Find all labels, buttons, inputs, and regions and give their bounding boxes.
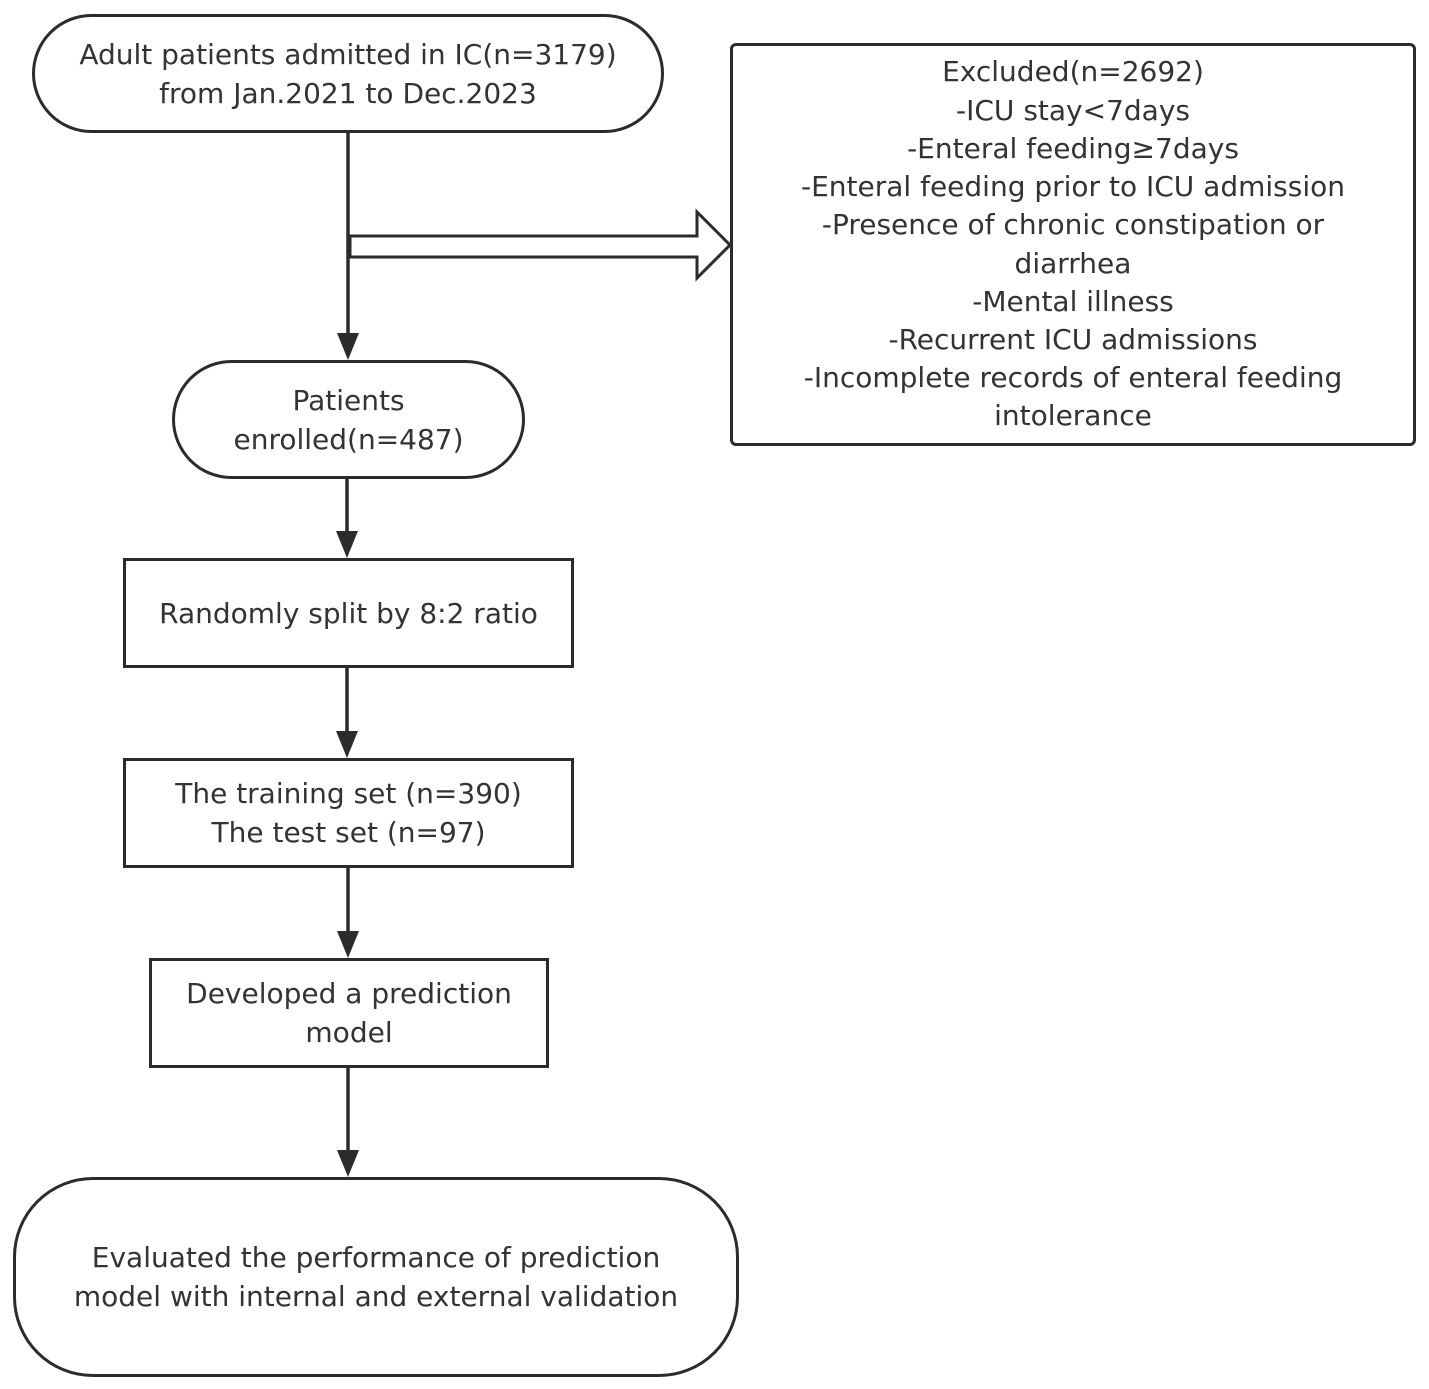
edge-admitted-to-excluded: [348, 208, 733, 282]
node-excluded-line-2: -ICU stay<7days: [956, 93, 1190, 127]
edge-sets-to-model: [337, 868, 359, 958]
node-excluded: Excluded(n=2692) -ICU stay<7days -Entera…: [730, 43, 1416, 446]
node-evaluation-line-2: model with internal and external validat…: [73, 1280, 679, 1313]
node-excluded-line-3: -Enteral feeding≥7days: [907, 131, 1239, 165]
node-excluded-line-7: -Mental illness: [972, 284, 1174, 318]
node-excluded-line-1: Excluded(n=2692): [942, 55, 1204, 89]
node-model-line-2: model: [305, 1016, 393, 1049]
node-evaluation-line-1: Evaluated the performance of prediction: [91, 1241, 661, 1274]
node-random-split: Randomly split by 8:2 ratio: [123, 558, 574, 668]
node-excluded-line-4: -Enteral feeding prior to ICU admission: [800, 170, 1346, 204]
node-split-line-1: Randomly split by 8:2 ratio: [159, 596, 538, 630]
node-excluded-line-6: diarrhea: [1014, 246, 1132, 280]
edge-admitted-to-enrolled: [337, 133, 359, 360]
node-admitted-line-1: Adult patients admitted in IC(n=3179): [79, 37, 617, 71]
edge-enrolled-to-split: [336, 479, 358, 558]
node-admitted-patients: Adult patients admitted in IC(n=3179) fr…: [32, 14, 664, 133]
node-training-test-sets: The training set (n=390) The test set (n…: [123, 758, 574, 868]
node-develop-model: Developed a prediction model: [149, 958, 549, 1068]
node-excluded-line-5: -Presence of chronic constipation or: [821, 208, 1325, 242]
node-enrolled-line-2: enrolled(n=487): [233, 422, 464, 456]
node-excluded-line-10: intolerance: [994, 399, 1152, 433]
node-sets-line-2: The test set (n=97): [211, 816, 486, 849]
edge-model-to-evaluation: [337, 1068, 359, 1177]
node-sets-line-1: The training set (n=390): [175, 777, 522, 810]
node-patients-enrolled: Patients enrolled(n=487): [172, 360, 525, 479]
node-admitted-line-2: from Jan.2021 to Dec.2023: [159, 76, 537, 110]
node-excluded-line-9: -Incomplete records of enteral feeding: [803, 361, 1343, 395]
node-excluded-line-8: -Recurrent ICU admissions: [888, 322, 1258, 356]
node-evaluation: Evaluated the performance of prediction …: [13, 1177, 739, 1377]
edge-split-to-sets: [336, 668, 358, 758]
node-enrolled-line-1: Patients: [292, 383, 405, 417]
node-model-line-1: Developed a prediction: [186, 977, 512, 1010]
